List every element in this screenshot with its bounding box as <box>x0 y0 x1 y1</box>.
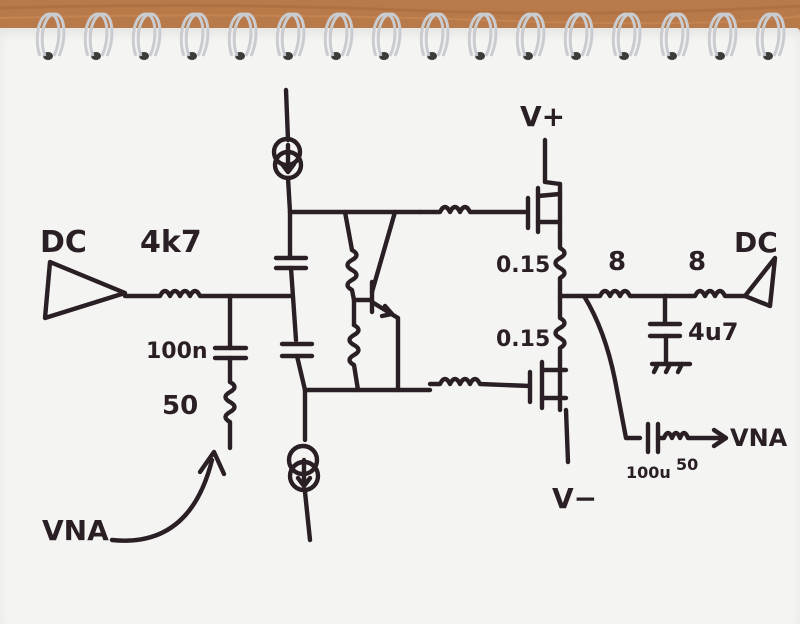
binding-ring <box>611 12 642 60</box>
resistor-50-label: 50 <box>162 391 198 421</box>
binding-ring <box>227 12 258 60</box>
v-plus-label: V+ <box>520 100 565 133</box>
resistor-4k7 <box>122 288 293 299</box>
dc-input-label: DC <box>40 225 87 260</box>
mosfet-top <box>525 137 563 239</box>
source-resistor-bottom-label: 0.15 <box>496 327 550 352</box>
vna-input-label: VNA <box>42 514 109 547</box>
binding-ring <box>371 12 402 60</box>
binding-ring <box>707 12 738 60</box>
coupling-capacitor-upper <box>273 209 309 343</box>
capacitor-100n-label: 100n <box>146 339 208 364</box>
binding-ring <box>515 12 546 60</box>
binding-ring <box>131 12 162 60</box>
vna-output-path <box>581 293 729 455</box>
binding-ring <box>563 12 594 60</box>
vbe-multiplier <box>342 209 401 393</box>
binding-ring <box>83 12 114 60</box>
output-resistor-8b-label: 8 <box>688 247 706 277</box>
spiral-binding <box>35 12 786 60</box>
resistor-50 <box>223 379 237 451</box>
binding-ring <box>419 12 450 60</box>
capacitor-4u7 <box>647 293 693 375</box>
gate-resistor-top <box>417 204 528 215</box>
input-connector-symbol <box>42 259 128 321</box>
source-resistor-bottom <box>553 293 567 363</box>
capacitor-100n <box>212 293 249 385</box>
binding-ring <box>179 12 210 60</box>
capacitor-4u7-label: 4u7 <box>688 318 738 346</box>
source-resistor-top <box>553 233 567 299</box>
gate-resistor-bottom <box>427 376 533 389</box>
source-resistor-top-label: 0.15 <box>496 253 550 278</box>
current-source-top <box>271 87 304 215</box>
output-connector-symbol <box>742 255 778 309</box>
capacitor-100u-label: 100u <box>626 463 671 482</box>
output-resistor-8a <box>557 288 693 299</box>
output-resistor-8a-label: 8 <box>608 247 626 277</box>
v-minus-label: V− <box>552 482 597 515</box>
resistor-4k7-label: 4k7 <box>140 225 202 260</box>
coupling-capacitor-lower <box>279 341 315 393</box>
output-resistor-8b <box>687 288 748 299</box>
resistor-50-output-label: 50 <box>676 455 698 474</box>
binding-ring <box>755 12 786 60</box>
vna-input-arrow <box>109 449 227 543</box>
mosfet-bottom <box>527 357 571 465</box>
vna-output-label: VNA <box>730 424 788 452</box>
dc-output-label: DC <box>734 226 778 259</box>
binding-ring <box>35 12 66 60</box>
current-source-bottom <box>286 387 321 543</box>
binding-ring <box>323 12 354 60</box>
binding-ring <box>275 12 306 60</box>
binding-ring <box>467 12 498 60</box>
binding-ring <box>659 12 690 60</box>
